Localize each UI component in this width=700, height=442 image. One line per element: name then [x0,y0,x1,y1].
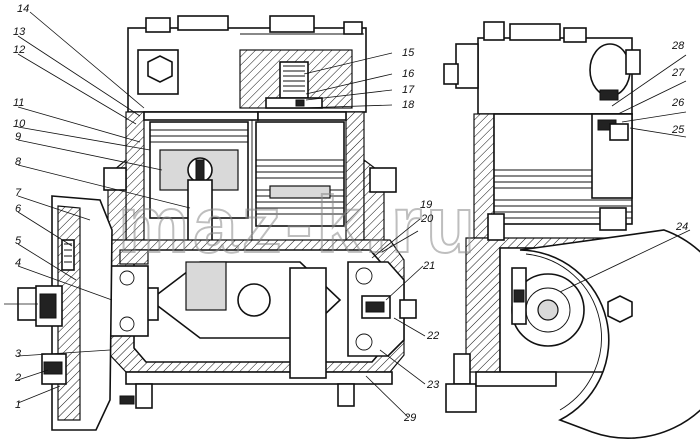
side-cylinder [473,113,633,239]
cylinder-head [127,15,367,113]
callout-6: 6 [15,203,22,215]
callout-20: 20 [420,213,434,225]
callout-14: 14 [17,3,29,15]
callout-15: 15 [402,47,415,59]
callout-23: 23 [426,379,440,391]
callout-28: 28 [671,40,685,52]
callout-2: 2 [14,372,21,384]
callout-27: 27 [671,67,685,79]
callout-19: 19 [420,199,432,211]
callout-25: 25 [671,124,685,136]
callout-7: 7 [15,187,22,199]
connecting-rod-end [511,267,585,347]
right-piston [255,121,345,227]
watermark-text: maz-k.ru [118,180,479,269]
pulley-guard [519,229,700,439]
callout-8: 8 [15,156,22,168]
callout-21: 21 [422,260,435,272]
rear-cover [347,261,417,357]
left-piston [149,121,249,261]
callout-labels: 14 13 12 11 10 9 8 7 6 5 4 3 2 1 15 16 1… [13,3,688,424]
callout-12: 12 [13,44,25,56]
callout-10: 10 [13,118,26,130]
callout-5: 5 [15,235,22,247]
callout-18: 18 [402,99,415,111]
drive-pulley [4,195,113,431]
callout-16: 16 [402,68,415,80]
left-section-view [4,15,417,431]
callout-17: 17 [402,84,415,96]
callout-4: 4 [15,257,21,269]
right-section-view [443,21,700,439]
callout-13: 13 [13,26,26,38]
callout-24: 24 [675,221,688,233]
side-cylinder-head [443,21,641,115]
callout-1: 1 [15,399,21,411]
callout-9: 9 [15,131,21,143]
callout-22: 22 [426,330,439,342]
cylinder-block [103,111,397,241]
front-bearing [105,249,149,337]
callout-11: 11 [13,97,24,109]
callout-26: 26 [671,97,685,109]
callout-29: 29 [403,412,416,424]
leader-lines [17,11,691,418]
callout-3: 3 [15,348,22,360]
